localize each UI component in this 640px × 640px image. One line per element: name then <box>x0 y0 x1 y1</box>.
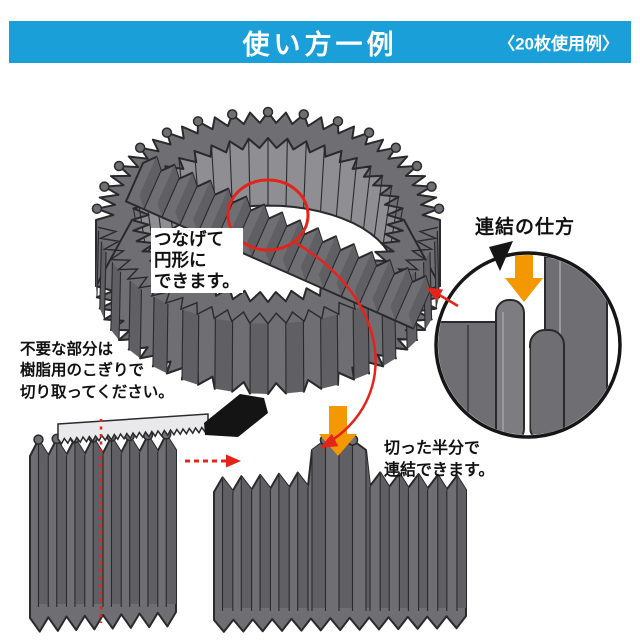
insert-arrow-icon <box>329 406 347 434</box>
text-line: 樹脂用のこぎりで <box>20 362 145 380</box>
ring-caption: つなげて 円形に できます。 <box>151 228 243 293</box>
text-line: つなげて <box>154 229 224 249</box>
joint-annotations <box>226 178 459 448</box>
cut-instruction: 不要な部分は 樹脂用のこぎりで 切り取ってください。 <box>20 339 174 403</box>
saw-handle <box>204 394 268 437</box>
text-line: 円形に <box>154 250 207 270</box>
joint-pointer-arrow <box>295 241 377 446</box>
text-line: できます。 <box>154 271 240 291</box>
connector-title: 連結の仕方 <box>475 217 576 238</box>
joint-highlight-circle <box>226 178 310 252</box>
usage-count-label: 〈20枚使用例〉 <box>498 34 619 54</box>
plastic-saw-icon <box>57 394 268 446</box>
connected-fence-panel <box>213 434 467 633</box>
half-connect-note: 切った半分で 連結できます。 <box>384 438 494 481</box>
header-banner: 使い方一例 〈20枚使用例〉 <box>9 21 631 63</box>
connecting-panel <box>125 155 431 330</box>
fence-panel-cutting <box>29 429 177 633</box>
insert-arrow-icon <box>515 255 533 278</box>
page-title: 使い方一例 <box>242 29 398 60</box>
text-line: 不要な部分は <box>20 341 114 358</box>
detail-callout-arrow <box>489 241 513 271</box>
text-line: 連結できます。 <box>384 461 495 479</box>
text-line: 切り取ってください。 <box>20 383 174 401</box>
text-line: 切った半分で <box>384 440 481 457</box>
connection-detail-magnifier <box>434 241 622 439</box>
